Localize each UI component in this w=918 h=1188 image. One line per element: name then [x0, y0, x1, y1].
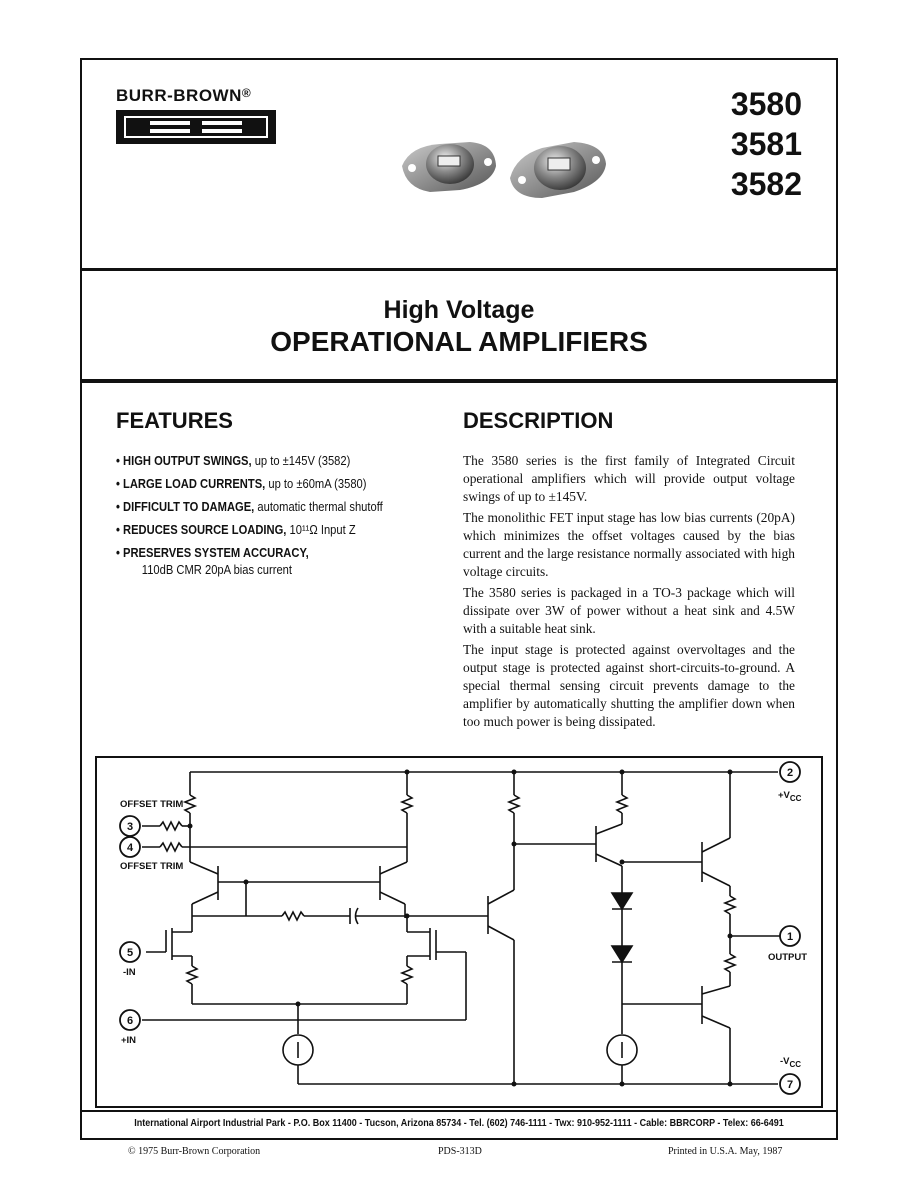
feature-item: • HIGH OUTPUT SWINGS, up to ±145V (3582) — [116, 453, 351, 468]
pin-7-label: 7 — [787, 1079, 793, 1091]
footer-address: International Airport Industrial Park - … — [134, 1118, 784, 1129]
schematic-diagram: 3 4 5 6 2 1 7 OFFSET TRIM OFFSET TRIM -I… — [95, 756, 823, 1108]
features-list: • HIGH OUTPUT SWINGS, up to ±145V (3582)… — [116, 452, 443, 584]
vcc-neg-label: -VCC — [780, 1056, 801, 1069]
page-frame — [80, 58, 838, 1140]
plus-in-label: +IN — [121, 1035, 136, 1046]
part-number-3582: 3582 — [730, 166, 802, 202]
package-right — [510, 142, 606, 198]
brand-name: BURR-BROWN® — [116, 86, 251, 106]
pin-7-circle — [779, 1073, 801, 1095]
feature-item: • REDUCES SOURCE LOADING, 10¹¹Ω Input Z — [116, 522, 356, 537]
divider-title — [80, 379, 838, 383]
output-label: OUTPUT — [768, 952, 807, 963]
doc-number: PDS-313D — [438, 1146, 482, 1157]
divider-footer — [80, 1110, 838, 1112]
brand-name-text: BURR-BROWN — [116, 86, 242, 105]
title-line2: OPERATIONAL AMPLIFIERS — [270, 326, 648, 357]
description-paragraph: The 3580 series is the first family of I… — [463, 453, 795, 504]
bb-logo — [116, 110, 276, 144]
package-left — [402, 142, 496, 192]
features-heading: FEATURES — [116, 408, 233, 433]
pin-6-label: 6 — [127, 1015, 133, 1027]
pin-2-label: 2 — [787, 767, 793, 779]
feature-item: • LARGE LOAD CURRENTS, up to ±60mA (3580… — [116, 476, 367, 491]
pin-6-circle — [119, 1009, 141, 1031]
pin-1-label: 1 — [787, 931, 793, 943]
offset-trim-top-label: OFFSET TRIM — [120, 799, 183, 810]
description-heading: DESCRIPTION — [463, 408, 614, 433]
pin-5-label: 5 — [127, 947, 133, 959]
part-number-3581: 3581 — [730, 126, 802, 162]
offset-trim-bottom-label: OFFSET TRIM — [120, 861, 183, 872]
feature-item: • PRESERVES SYSTEM ACCURACY,110dB CMR 20… — [116, 545, 309, 577]
description-body: The 3580 series is the first family of I… — [463, 452, 795, 734]
copyright: © 1975 Burr-Brown Corporation — [128, 1146, 261, 1157]
pin-4-label: 4 — [127, 842, 134, 854]
description-paragraph: The 3580 series is packaged in a TO-3 pa… — [463, 585, 795, 636]
vcc-pos-label: +VCC — [778, 790, 802, 803]
to3-package-image — [402, 142, 606, 198]
pin-1-circle — [779, 925, 801, 947]
pin-3-label: 3 — [127, 821, 133, 833]
title-line1: High Voltage — [383, 296, 535, 324]
registered-mark: ® — [241, 86, 252, 100]
divider-top — [80, 268, 838, 271]
minus-in-label: -IN — [123, 967, 136, 978]
description-paragraph: The input stage is protected against ove… — [463, 642, 795, 729]
pin-3-circle — [119, 815, 141, 837]
feature-item: • DIFFICULT TO DAMAGE, automatic thermal… — [116, 499, 383, 514]
part-number-3580: 3580 — [730, 86, 802, 122]
printed-date: Printed in U.S.A. May, 1987 — [668, 1146, 783, 1157]
pin-2-circle — [779, 761, 801, 783]
pin-4-circle — [119, 836, 141, 858]
pin-5-circle — [119, 941, 141, 963]
description-paragraph: The monolithic FET input stage has low b… — [463, 510, 795, 579]
